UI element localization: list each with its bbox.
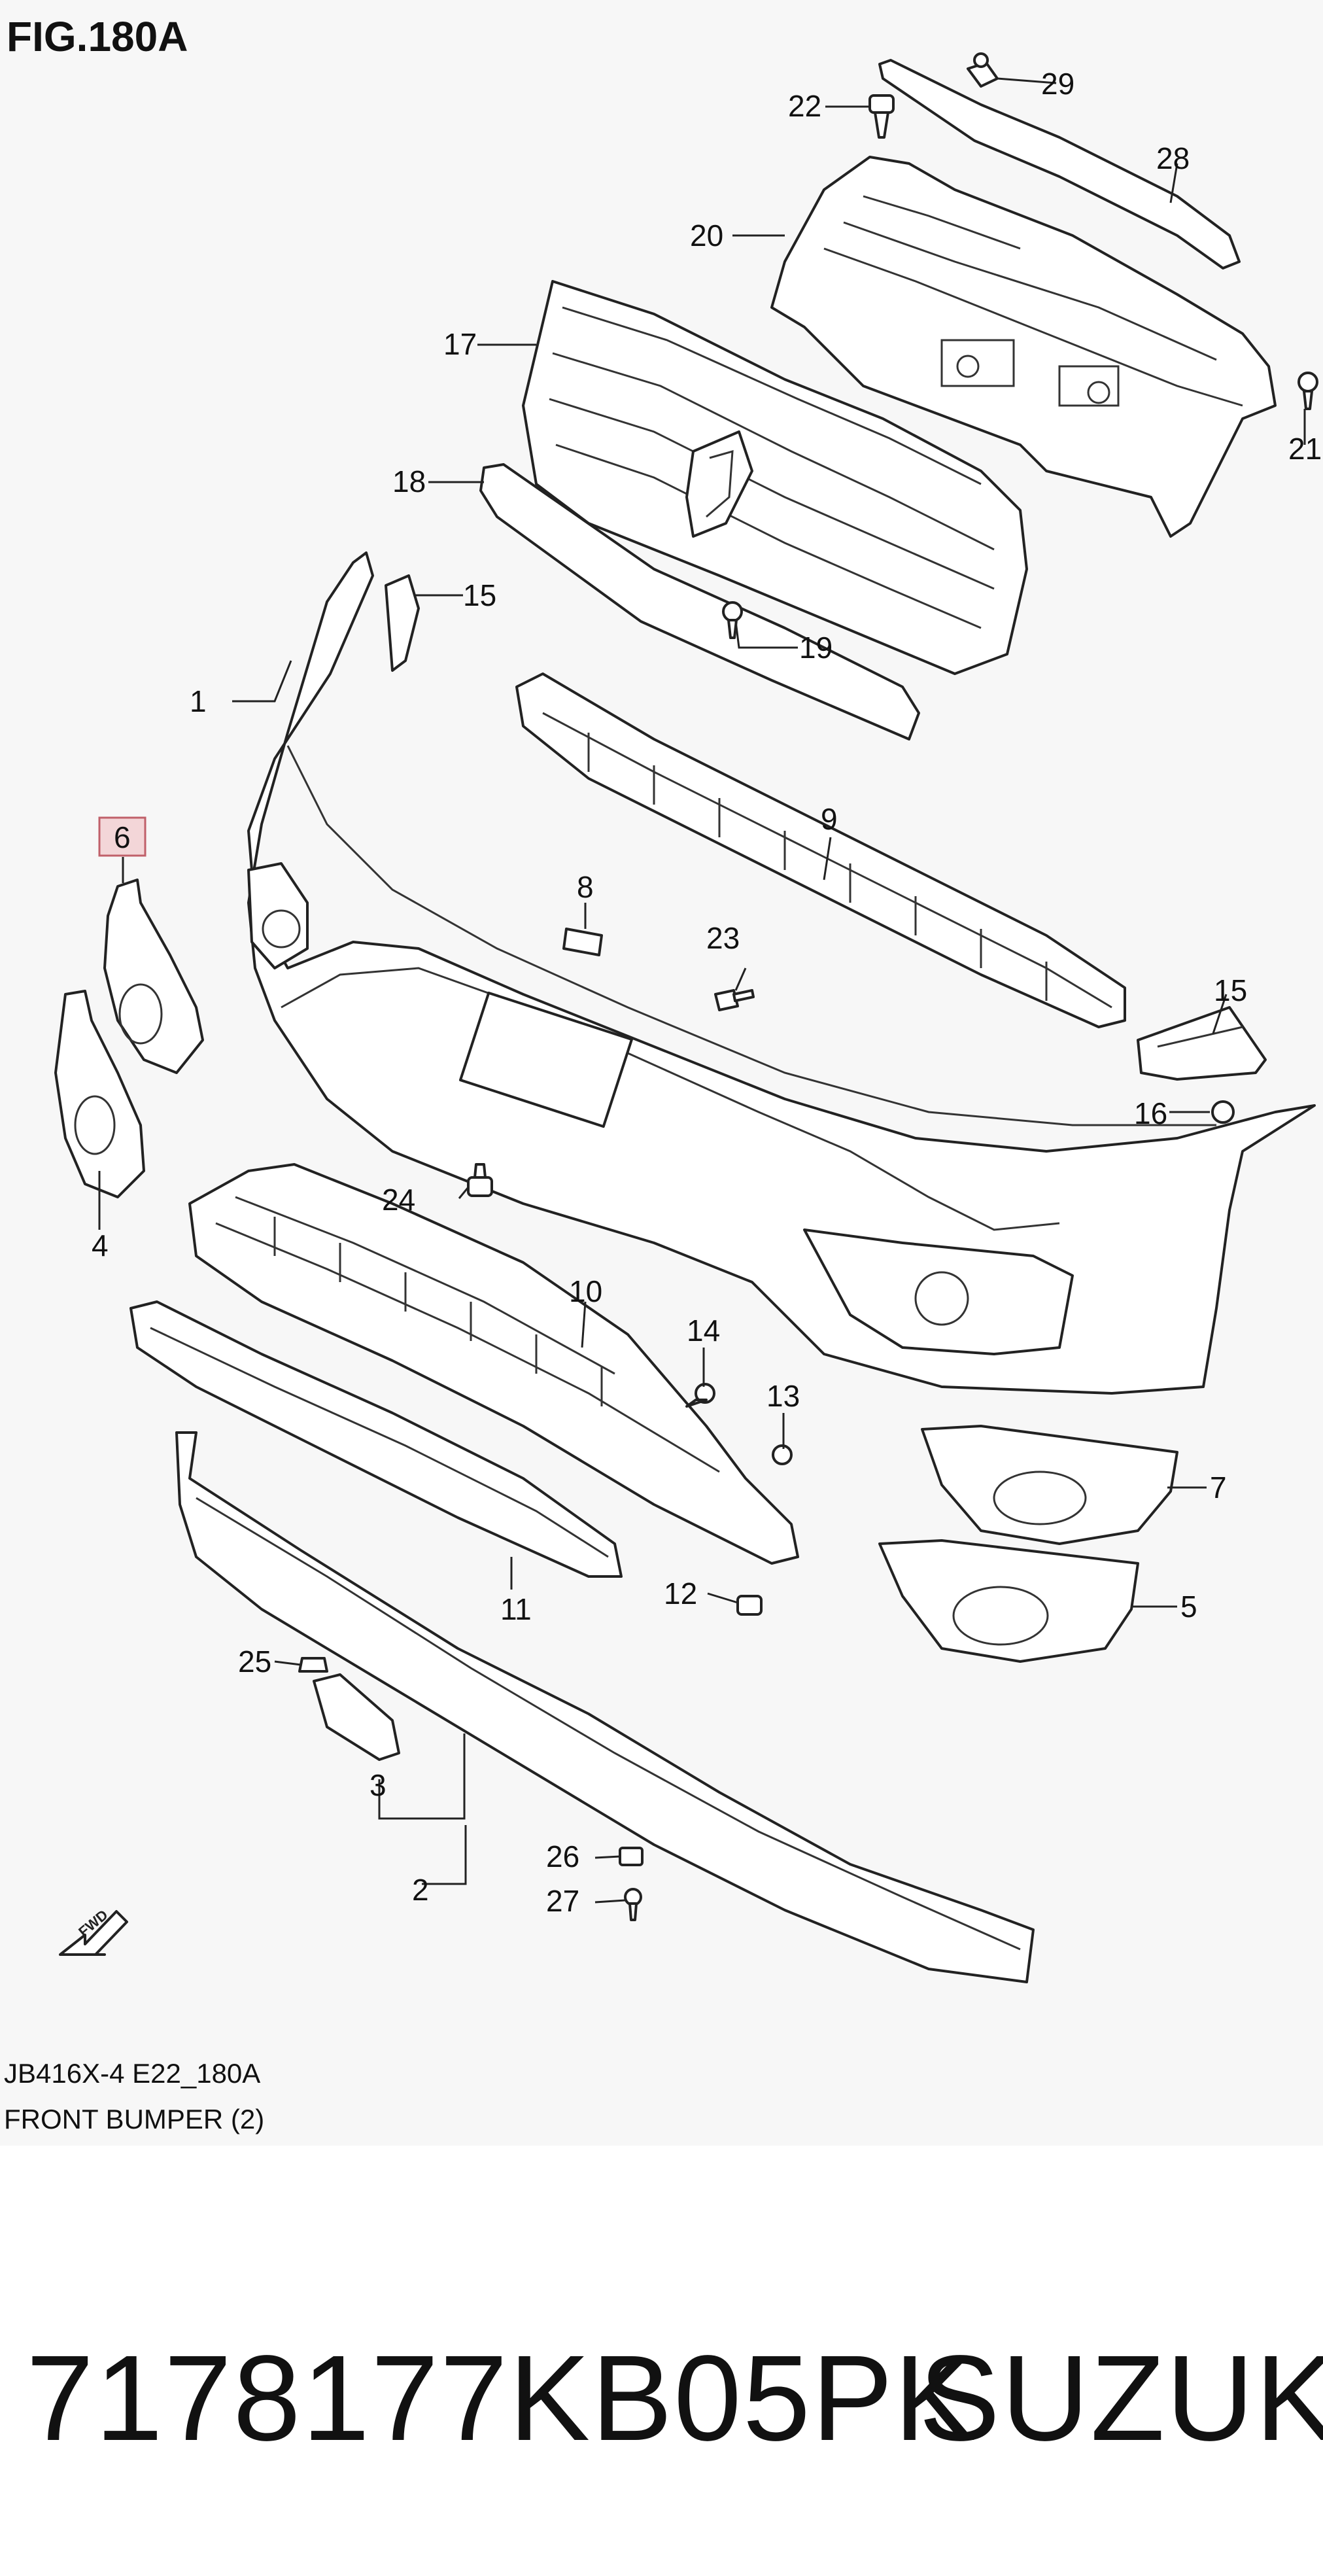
- part-10-lower-grille: [188, 1163, 799, 1565]
- callout-13: 13: [766, 1379, 800, 1413]
- part-20-upper-bracket: [770, 156, 1277, 538]
- figure-name: FRONT BUMPER (2): [4, 2104, 264, 2134]
- callout-18: 18: [392, 464, 426, 498]
- callout-2: 2: [412, 1873, 429, 1907]
- callout-15-side: 15: [1214, 973, 1247, 1007]
- callout-10: 10: [569, 1274, 602, 1308]
- callout-11: 11: [500, 1592, 532, 1626]
- callout-4: 4: [92, 1228, 109, 1262]
- part-24-clip: [467, 1163, 493, 1197]
- callout-26: 26: [546, 1839, 579, 1873]
- callout-8: 8: [577, 870, 594, 904]
- callout-27: 27: [546, 1884, 579, 1918]
- callout-12: 12: [664, 1576, 697, 1610]
- callout-6-highlight: [98, 816, 146, 857]
- part-17-grille: [522, 280, 1028, 675]
- part-26-nut: [619, 1847, 644, 1866]
- callout-labels: 1 2 3 4 5 6 7 8 9 10 11 12 13 14 15 15 1…: [92, 67, 1322, 1918]
- callout-17: 17: [443, 327, 477, 361]
- callout-15-upper: 15: [463, 578, 496, 612]
- part-19-screw: [722, 601, 743, 639]
- part-9-absorber: [515, 672, 1126, 1028]
- figure-code: JB416X-4 E22_180A: [4, 2058, 260, 2089]
- callout-14: 14: [687, 1314, 720, 1348]
- part-6-bezel: [103, 879, 204, 1074]
- part-2-skid-plate: [175, 1431, 1035, 1983]
- part-22-clip: [868, 94, 895, 139]
- part-15-upper-bracket: [385, 574, 420, 672]
- part-28-strip: [878, 59, 1241, 270]
- part-18-strip: [479, 463, 920, 740]
- part-21-screw: [1297, 372, 1318, 410]
- callout-28: 28: [1156, 141, 1190, 175]
- part-27-screw: [624, 1888, 642, 1921]
- parts-diagram: FIG.180A: [4, 13, 1322, 2134]
- part-11-lower-strip: [129, 1300, 623, 1578]
- callout-20: 20: [690, 218, 723, 252]
- part-1-bumper-cover: [247, 551, 1316, 1395]
- callout-3: 3: [369, 1768, 387, 1802]
- part-7-bezel: [921, 1425, 1178, 1545]
- part-25-clip: [298, 1657, 328, 1673]
- callout-9: 9: [821, 802, 838, 836]
- callout-29: 29: [1041, 67, 1074, 101]
- callout-22: 22: [788, 89, 821, 123]
- brand-name: SUZUKI: [919, 2331, 1323, 2466]
- product-banner: [0, 2146, 1323, 2576]
- callout-24: 24: [382, 1183, 415, 1217]
- figure-title: FIG.180A: [7, 13, 188, 60]
- part-16-screw: [1211, 1100, 1235, 1124]
- callout-23: 23: [706, 921, 740, 955]
- part-15-side-bracket: [1137, 1006, 1267, 1081]
- callout-1: 1: [190, 684, 207, 718]
- callout-6: 6: [114, 820, 131, 854]
- part-29-clip: [967, 52, 999, 88]
- leader-lines: [98, 77, 1306, 1904]
- callout-16: 16: [1134, 1096, 1167, 1130]
- part-3-cover: [313, 1673, 400, 1761]
- part-13-screw: [772, 1444, 793, 1465]
- callout-5: 5: [1180, 1590, 1197, 1624]
- part-12-clip: [736, 1595, 763, 1616]
- callout-7: 7: [1210, 1471, 1227, 1505]
- part-23-bolt: [714, 989, 755, 1011]
- part-8-clip: [562, 928, 603, 956]
- part-4-bezel: [54, 990, 145, 1198]
- callout-21: 21: [1288, 432, 1322, 466]
- callout-19: 19: [799, 631, 833, 665]
- part-14-screw: [685, 1383, 715, 1408]
- part-number: 7178177KB05PK: [26, 2331, 977, 2466]
- callout-25: 25: [238, 1645, 271, 1679]
- forward-arrow-icon: FWD: [59, 1906, 128, 1956]
- part-5-bezel: [878, 1539, 1139, 1663]
